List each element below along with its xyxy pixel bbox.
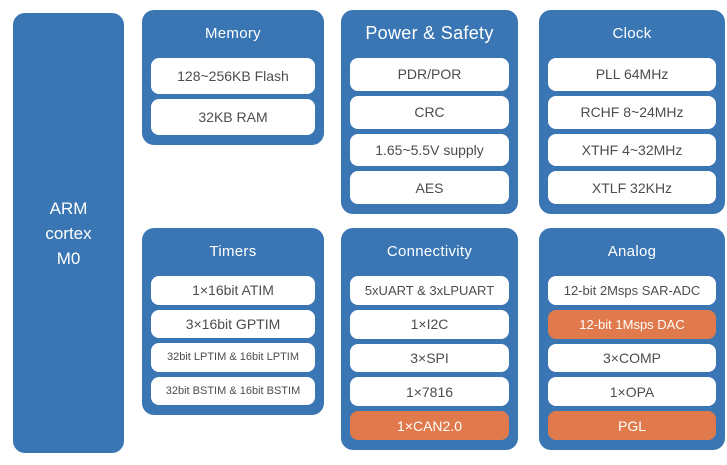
clock-xthf-pill: XTHF 4~32MHz [548,133,716,167]
memory-ram-pill: 32KB RAM [151,99,315,135]
memory-block-content: 128~256KB Flash 32KB RAM [142,56,324,145]
power-pdr-por-pill: PDR/POR [350,58,509,91]
timers-lptim-pill: 32bit LPTIM & 16bit LPTIM [151,343,315,372]
connectivity-block-title: Connectivity [386,242,473,260]
cpu-label: ARM cortex M0 [13,196,124,271]
clock-pll-pill: PLL 64MHz [548,58,716,91]
analog-block: Analog 12-bit 2Msps SAR-ADC 12-bit 1Msps… [539,228,725,450]
clock-xtlf-pill: XTLF 32KHz [548,171,716,204]
connectivity-block-content: 5xUART & 3xLPUART 1×I2C 3×SPI 1×7816 1×C… [341,274,518,450]
clock-block-content: PLL 64MHz RCHF 8~24MHz XTHF 4~32MHz XTLF… [539,56,725,214]
cpu-label-line-2: cortex [45,223,92,243]
power-safety-block-content: PDR/POR CRC 1.65~5.5V supply AES [341,56,518,214]
timers-block-title: Timers [209,242,257,260]
memory-block-title: Memory [205,24,261,42]
arm-cortex-m0-block: ARM cortex M0 [13,13,124,453]
analog-opa-pill: 1×OPA [548,377,716,407]
power-aes-pill: AES [350,171,509,204]
analog-block-title: Analog [607,242,657,260]
clock-block-title: Clock [612,24,652,42]
timers-gptim-pill: 3×16bit GPTIM [151,309,315,338]
clock-rchf-pill: RCHF 8~24MHz [548,95,716,129]
power-safety-block: Power & Safety PDR/POR CRC 1.65~5.5V sup… [341,10,518,214]
memory-block: Memory 128~256KB Flash 32KB RAM [142,10,324,145]
timers-block-content: 1×16bit ATIM 3×16bit GPTIM 32bit LPTIM &… [142,274,324,415]
cpu-label-line-1: ARM [49,198,88,218]
analog-adc-pill: 12-bit 2Msps SAR-ADC [548,276,716,305]
memory-flash-pill: 128~256KB Flash [151,58,315,94]
clock-block: Clock PLL 64MHz RCHF 8~24MHz XTHF 4~32MH… [539,10,725,214]
power-crc-pill: CRC [350,95,509,129]
cpu-label-line-3: M0 [56,248,81,268]
connectivity-7816-pill: 1×7816 [350,377,509,407]
connectivity-i2c-pill: 1×I2C [350,309,509,339]
analog-block-content: 12-bit 2Msps SAR-ADC 12-bit 1Msps DAC 3×… [539,274,725,450]
analog-dac-pill: 12-bit 1Msps DAC [548,309,716,339]
power-safety-block-title: Power & Safety [365,22,494,43]
timers-block: Timers 1×16bit ATIM 3×16bit GPTIM 32bit … [142,228,324,415]
analog-comp-pill: 3×COMP [548,343,716,373]
connectivity-uart-pill: 5xUART & 3xLPUART [350,276,509,305]
timers-atim-pill: 1×16bit ATIM [151,276,315,305]
connectivity-block: Connectivity 5xUART & 3xLPUART 1×I2C 3×S… [341,228,518,450]
timers-bstim-pill: 32bit BSTIM & 16bit BSTIM [151,376,315,405]
connectivity-spi-pill: 3×SPI [350,343,509,373]
connectivity-can-pill: 1×CAN2.0 [350,411,509,440]
power-supply-pill: 1.65~5.5V supply [350,133,509,167]
analog-pgl-pill: PGL [548,411,716,440]
